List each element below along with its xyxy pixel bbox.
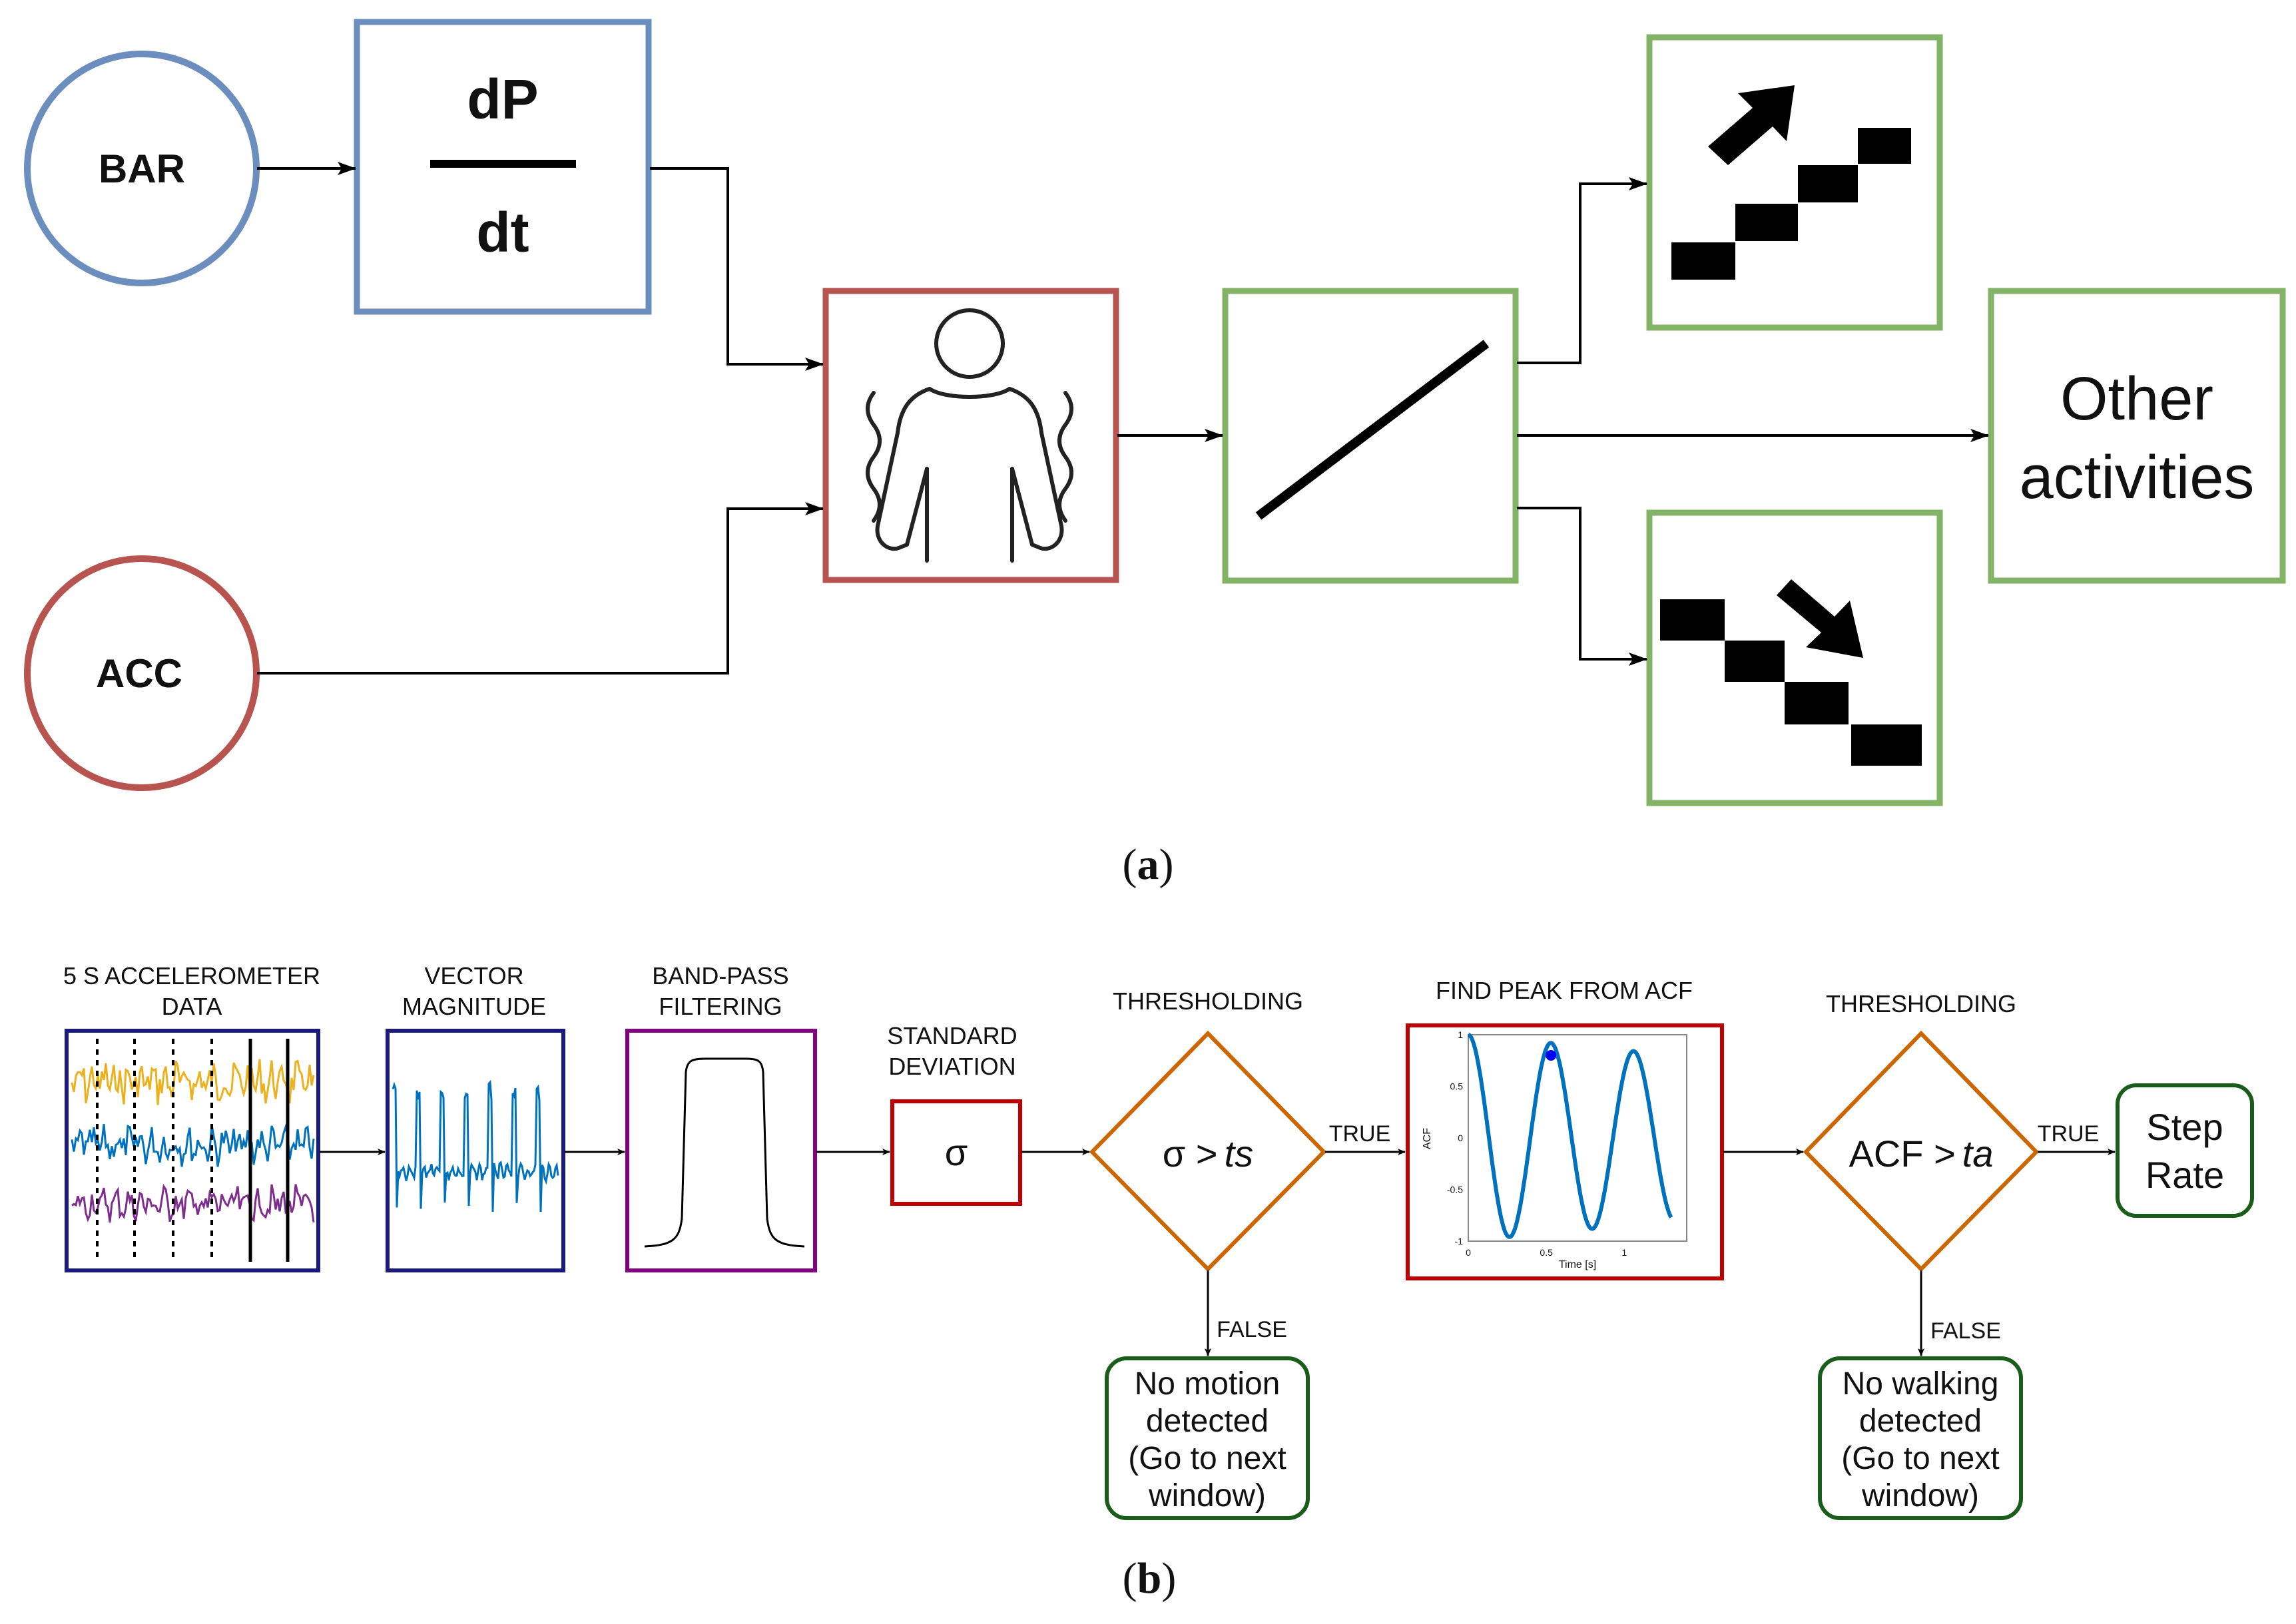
person-vibration-icon <box>866 308 1073 563</box>
vector-label-line2: MAGNITUDE <box>402 993 546 1020</box>
true-label-1: TRUE <box>1329 1121 1391 1147</box>
accel-series-blue <box>71 1123 315 1167</box>
derivative-denominator: dt <box>476 201 529 264</box>
condition-acf-text: ACF > <box>1849 1133 1956 1175</box>
bar-sensor-node: BAR <box>24 51 260 286</box>
accel-series-yellow <box>71 1059 315 1105</box>
step-rate-line1: Step <box>2146 1106 2223 1148</box>
no-walking-line1: No walking <box>1843 1366 1999 1402</box>
false-label-2: FALSE <box>1930 1318 2001 1344</box>
no-walking-line2: detected <box>1859 1404 1982 1439</box>
acf-xtick-label: 1 <box>1621 1247 1627 1258</box>
accelerometer-data-box <box>65 1029 320 1272</box>
no-motion-line2: detected <box>1146 1404 1269 1439</box>
acf-chart: 0 0.5 1 1 0.5 0 -0.5 -1 Time [s] ACF <box>1422 1029 1687 1270</box>
acf-plot-box: 0 0.5 1 1 0.5 0 -0.5 -1 Time [s] ACF <box>1406 1023 1724 1280</box>
thresholding-label-1: THRESHOLDING <box>1113 987 1303 1015</box>
bandpass-label-line1: BAND-PASS <box>652 962 788 989</box>
other-activities-line2: activities <box>2020 443 2255 511</box>
acc-to-motion-arrow <box>257 502 824 675</box>
sigma-symbol: σ <box>945 1131 968 1173</box>
vector-magnitude-signal <box>392 1079 559 1213</box>
linear-classifier-box <box>1222 288 1519 584</box>
find-peak-label: FIND PEAK FROM ACF <box>1436 977 1693 1004</box>
acc-sensor-label: ACC <box>96 651 182 696</box>
no-motion-line3: (Go to next <box>1128 1441 1286 1476</box>
stairs-up-box <box>1646 34 1943 331</box>
motion-detection-box <box>822 288 1119 583</box>
derivative-to-motion-arrow <box>650 167 824 371</box>
stairs-down-icon <box>1660 579 1922 766</box>
panel-a-caption-letter: a <box>1137 840 1159 889</box>
bar-sensor-label: BAR <box>99 146 185 191</box>
panel-a: BAR ACC dP dt <box>24 19 2286 889</box>
std-label-line2: DEVIATION <box>888 1053 1015 1080</box>
panel-a-caption-open: ( <box>1123 840 1137 889</box>
panel-a-connectors <box>257 162 1989 675</box>
vector-magnitude-box <box>386 1029 565 1272</box>
condition-acf-ta: ACF >ta <box>1849 1133 1994 1175</box>
acf-xlabel: Time [s] <box>1559 1259 1596 1270</box>
bandpass-filter-box <box>625 1029 817 1272</box>
acf-curve <box>1468 1033 1673 1239</box>
walking-threshold-decision: ACF >ta <box>1803 1030 2040 1272</box>
other-activities-box: Other activities <box>1988 288 2286 584</box>
acf-ytick-label: 1 <box>1458 1029 1463 1040</box>
panel-b: 5 S ACCELEROMETER DATA VECTOR MAGNITUDE … <box>63 962 2254 1603</box>
accel-label-line1: 5 S ACCELEROMETER <box>63 962 320 989</box>
condition-ta-text: ta <box>1962 1133 1994 1175</box>
no-motion-line4: window) <box>1148 1478 1266 1513</box>
no-walking-line4: window) <box>1861 1478 1979 1513</box>
panel-b-caption-close: ) <box>1161 1554 1176 1603</box>
std-deviation-box: σ <box>890 1099 1022 1206</box>
condition-sigma-ts: σ >ts <box>1163 1133 1253 1175</box>
panel-b-caption-open: ( <box>1123 1554 1137 1603</box>
acf-axes-frame <box>1468 1034 1687 1242</box>
acf-peak-marker <box>1546 1050 1557 1061</box>
accel-label-line2: DATA <box>162 993 222 1020</box>
true-label-2: TRUE <box>2038 1121 2100 1147</box>
acf-xtick-label: 0 <box>1466 1247 1471 1258</box>
acf-ytick-label: -1 <box>1455 1236 1464 1246</box>
no-walking-line3: (Go to next <box>1841 1441 1999 1476</box>
panel-b-caption-letter: b <box>1137 1554 1162 1603</box>
panel-b-caption: (b) <box>1123 1554 1177 1603</box>
panel-a-caption: (a) <box>1123 840 1174 889</box>
acf-xtick-label: 0.5 <box>1540 1247 1553 1258</box>
step-rate-line2: Rate <box>2146 1154 2224 1196</box>
bandpass-response-curve <box>644 1057 805 1248</box>
acf-ytick-label: 0.5 <box>1450 1081 1464 1092</box>
linear-boundary-line <box>1255 340 1490 520</box>
condition-sigma-text: σ > <box>1163 1133 1218 1175</box>
acf-ytick-label: 0 <box>1458 1133 1463 1143</box>
panel-b-connectors <box>320 1149 2116 1356</box>
false-label-1: FALSE <box>1217 1317 1287 1342</box>
classifier-to-upstairs-arrow <box>1517 177 1647 364</box>
classifier-to-downstairs-arrow <box>1517 507 1647 666</box>
condition-ts-text: ts <box>1225 1133 1254 1175</box>
acf-ytick-label: -0.5 <box>1447 1185 1463 1195</box>
other-activities-line1: Other <box>2060 365 2213 433</box>
std-label-line1: STANDARD <box>887 1022 1017 1049</box>
pressure-derivative-box: dP dt <box>354 19 652 315</box>
no-walking-terminal: No walking detected (Go to next window) <box>1818 1356 2023 1520</box>
acc-sensor-node: ACC <box>24 555 260 791</box>
acf-ylabel: ACF <box>1422 1128 1433 1149</box>
stairs-up-icon <box>1671 85 1911 280</box>
derivative-numerator: dP <box>467 68 538 131</box>
no-motion-line1: No motion <box>1135 1366 1281 1402</box>
no-motion-terminal: No motion detected (Go to next window) <box>1105 1356 1310 1520</box>
thresholding-label-2: THRESHOLDING <box>1826 990 2016 1017</box>
bandpass-label-line2: FILTERING <box>659 993 782 1020</box>
vector-label-line1: VECTOR <box>424 962 523 989</box>
motion-threshold-decision: σ >ts <box>1089 1030 1327 1272</box>
accel-series-purple <box>71 1183 315 1223</box>
panel-a-caption-close: ) <box>1159 840 1174 889</box>
stairs-down-box <box>1646 509 1943 806</box>
step-rate-terminal: Step Rate <box>2116 1083 2254 1218</box>
